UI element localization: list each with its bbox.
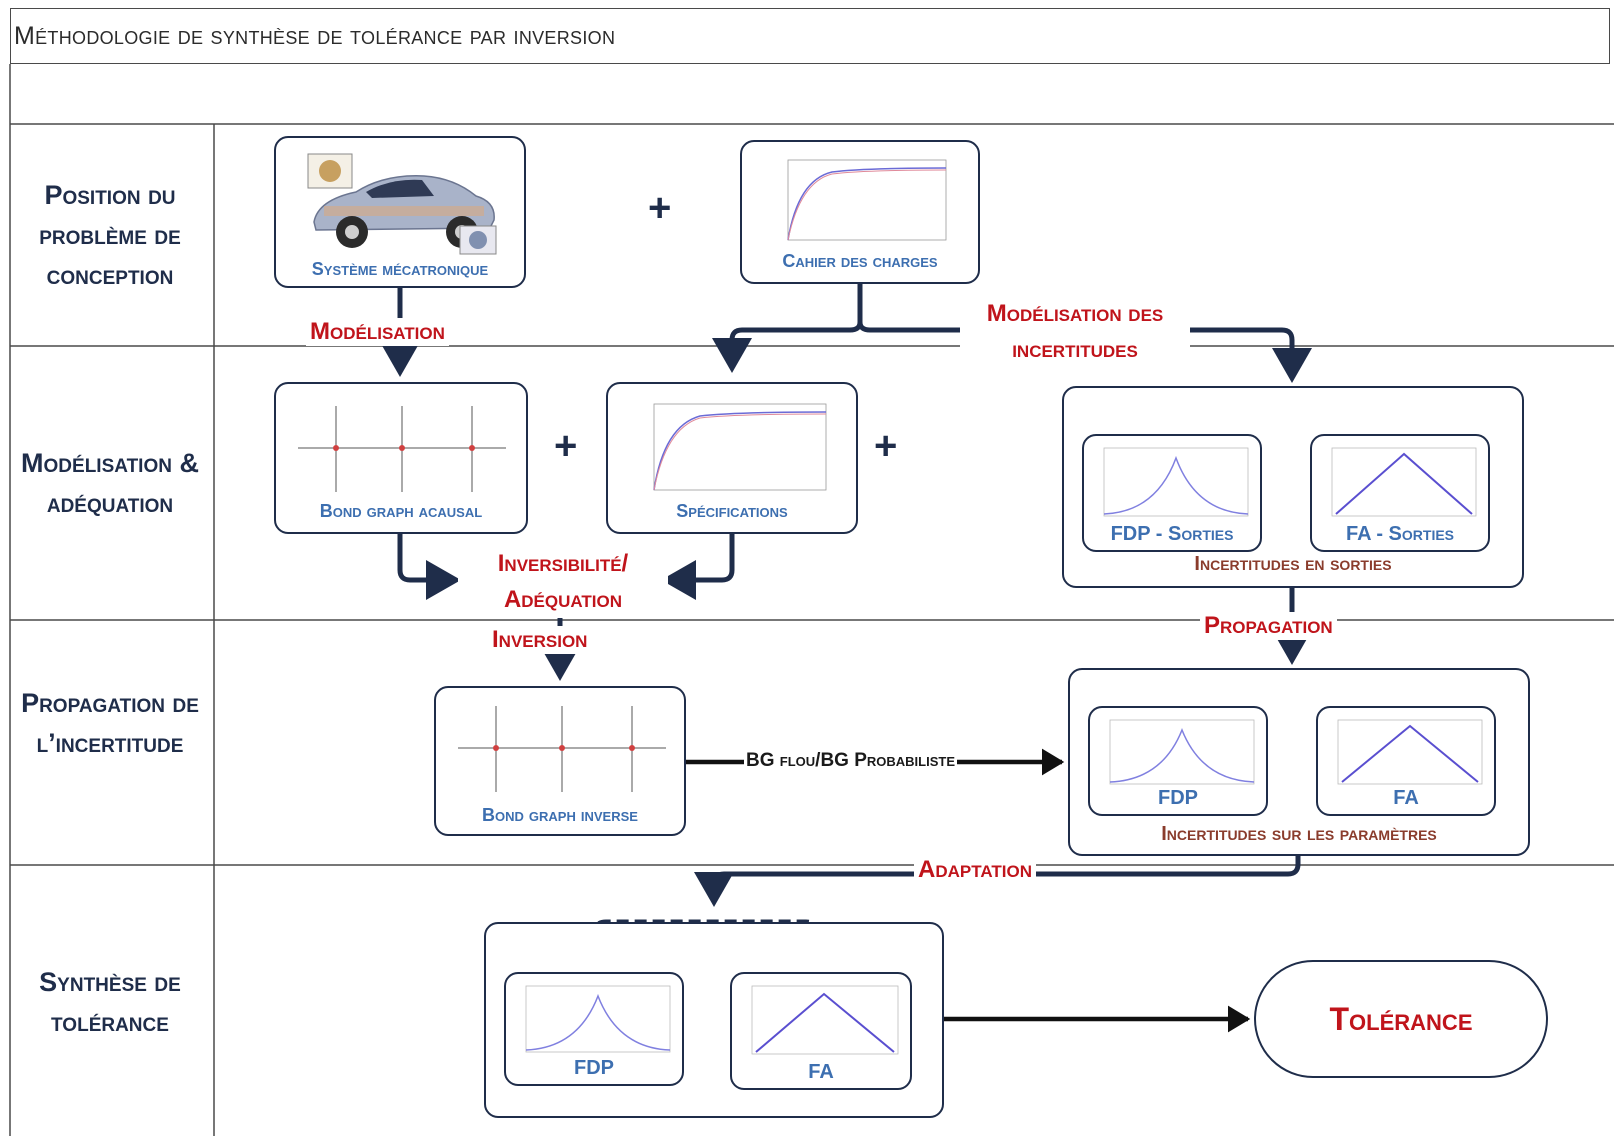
caption-cahier: Cahier des charges	[782, 251, 938, 271]
car-image-icon	[307, 153, 497, 255]
row-label-position: Position du problème de conception	[39, 180, 181, 290]
arrow-cahier-specs	[712, 284, 863, 373]
row-label-synthese: Synthèse de tolérance	[39, 967, 181, 1037]
caption-fdp-sorties: FDP - Sorties	[1110, 523, 1234, 545]
label-inversibilite-line2: Adéquation	[503, 586, 623, 613]
box-bond-graph-acausal: Bond graph acausal	[274, 382, 528, 534]
plus-sign-2: +	[554, 424, 578, 468]
box-fdp-tolerance: FDP	[504, 972, 684, 1086]
caption-bg-acausal: Bond graph acausal	[319, 501, 483, 521]
pdf-curve-icon	[1109, 719, 1255, 785]
terminal-tolerance: Tolérance	[1254, 960, 1548, 1078]
page-title: Méthodologie de synthèse de tolérance pa…	[14, 22, 616, 50]
box-cahier-des-charges: Cahier des charges	[740, 140, 980, 284]
bond-graph-icon	[458, 706, 666, 792]
caption-fa-tolerance: FA	[808, 1061, 834, 1083]
label-modelisation: Modélisation	[306, 318, 449, 346]
row-label-propagation: Propagation de l’incertitude	[21, 688, 199, 758]
caption-incertitudes-parametres: Incertitudes sur les paramètres	[1161, 823, 1437, 845]
row-label-modelisation: Modélisation & adéquation	[21, 448, 199, 518]
arrow-specs-inversibilite	[661, 533, 735, 600]
label-inversibilite: Inversibilité/ Adéquation	[458, 546, 668, 618]
caption-systeme: Système mécatronique	[311, 259, 489, 279]
caption-fa-sorties: FA - Sorties	[1345, 523, 1455, 545]
bond-graph-icon	[298, 406, 506, 492]
box-fa-param: FA	[1316, 706, 1496, 816]
triangle-membership-icon	[751, 985, 899, 1055]
plus-sign-3: +	[874, 424, 898, 468]
label-inversibilite-line1: Inversibilité/	[497, 550, 629, 577]
triangle-membership-icon	[1331, 447, 1477, 517]
pdf-curve-icon	[1103, 447, 1249, 517]
caption-fdp-param: FDP	[1158, 787, 1198, 809]
box-fa-sorties: FA - Sorties	[1310, 434, 1490, 552]
box-fdp-sorties: FDP - Sorties	[1082, 434, 1262, 552]
pdf-curve-icon	[525, 985, 671, 1053]
caption-fa-param: FA	[1393, 787, 1419, 809]
title-bar	[10, 8, 1610, 64]
triangle-membership-icon	[1337, 719, 1483, 785]
label-modelisation-incertitudes: Modélisation des incertitudes	[960, 296, 1190, 368]
caption-fdp-tolerance: FDP	[574, 1057, 614, 1079]
label-modelisation-incertitudes-line1: Modélisation des	[986, 300, 1164, 327]
box-fdp-param: FDP	[1088, 706, 1268, 816]
box-fa-tolerance: FA	[730, 972, 912, 1090]
arrow-cahier-incertitudes	[857, 321, 1312, 383]
response-curve-icon	[787, 159, 947, 241]
label-bg-flou: BG flou/BG Probabiliste	[744, 750, 958, 772]
tolerance-label: Tolérance	[1329, 1000, 1473, 1038]
arrow-bg-inversibilite	[397, 533, 461, 600]
box-specifications: Spécifications	[606, 382, 858, 534]
plus-sign-1: +	[648, 186, 672, 230]
label-adaptation: Adaptation	[914, 856, 1036, 884]
caption-incertitudes-sorties: Incertitudes en sorties	[1194, 553, 1392, 575]
label-inversion: Inversion	[488, 626, 592, 654]
label-modelisation-incertitudes-line2: incertitudes	[1012, 336, 1138, 363]
caption-bg-inverse: Bond graph inverse	[482, 805, 638, 825]
caption-specifications: Spécifications	[676, 501, 788, 521]
box-systeme-mecatronique: Système mécatronique	[274, 136, 526, 288]
label-propagation: Propagation	[1200, 612, 1337, 640]
response-curve-icon	[653, 403, 827, 491]
box-bond-graph-inverse: Bond graph inverse	[434, 686, 686, 836]
